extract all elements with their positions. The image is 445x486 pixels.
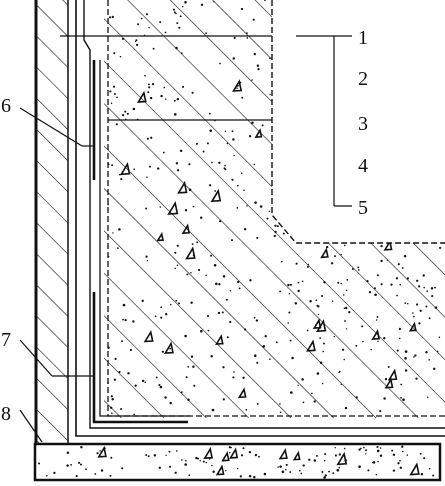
masonry-wall xyxy=(34,0,69,444)
concrete-structure xyxy=(60,0,445,418)
callout-label-7: 7 xyxy=(1,329,11,351)
base-slab xyxy=(33,442,442,482)
callout-label-1: 1 xyxy=(358,27,368,49)
callout-numbers: 1 2 3 4 5 6 7 8 xyxy=(1,27,368,425)
callout-label-8: 8 xyxy=(1,403,11,425)
callout-label-3: 3 xyxy=(358,113,368,135)
callout-label-5: 5 xyxy=(358,197,368,219)
callout-leaders xyxy=(19,35,352,443)
waterproofing-layers xyxy=(75,0,445,437)
callout-label-4: 4 xyxy=(358,155,368,177)
callout-label-6: 6 xyxy=(1,95,11,117)
callout-label-2: 2 xyxy=(358,68,368,90)
